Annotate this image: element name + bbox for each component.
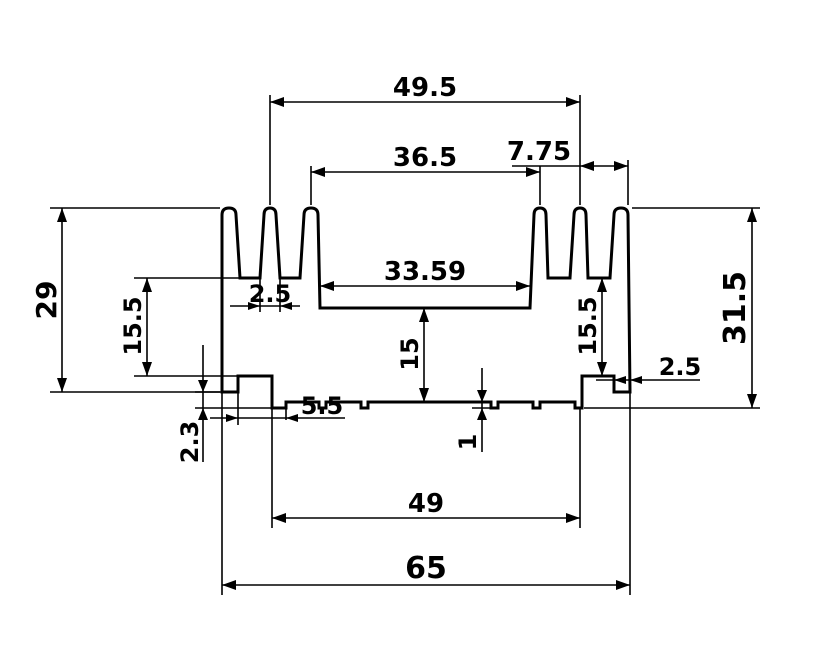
dim-label-36-5: 36.5 (393, 143, 457, 173)
dim-label-2-5-fin: 2.5 (249, 280, 292, 308)
dim-label-33-59: 33.59 (384, 257, 466, 287)
arrowheads (57, 97, 757, 590)
dim-label-1: 1 (454, 434, 482, 451)
dim-label-49-5: 49.5 (393, 73, 457, 103)
dim-label-7-75: 7.75 (507, 137, 571, 167)
dim-label-31-5: 31.5 (718, 271, 753, 345)
dim-label-15: 15 (396, 337, 424, 370)
profile-outline (220, 206, 632, 410)
dim-label-15-5-right: 15.5 (574, 296, 602, 355)
dim-label-65: 65 (405, 551, 447, 586)
dim-label-2-3: 2.3 (176, 421, 204, 464)
dim-label-2-5-wall: 2.5 (659, 353, 702, 381)
dim-label-15-5-left: 15.5 (119, 296, 147, 355)
dim-label-29: 29 (30, 281, 63, 320)
dim-label-5-5: 5.5 (301, 392, 344, 420)
dim-label-49: 49 (408, 489, 444, 519)
